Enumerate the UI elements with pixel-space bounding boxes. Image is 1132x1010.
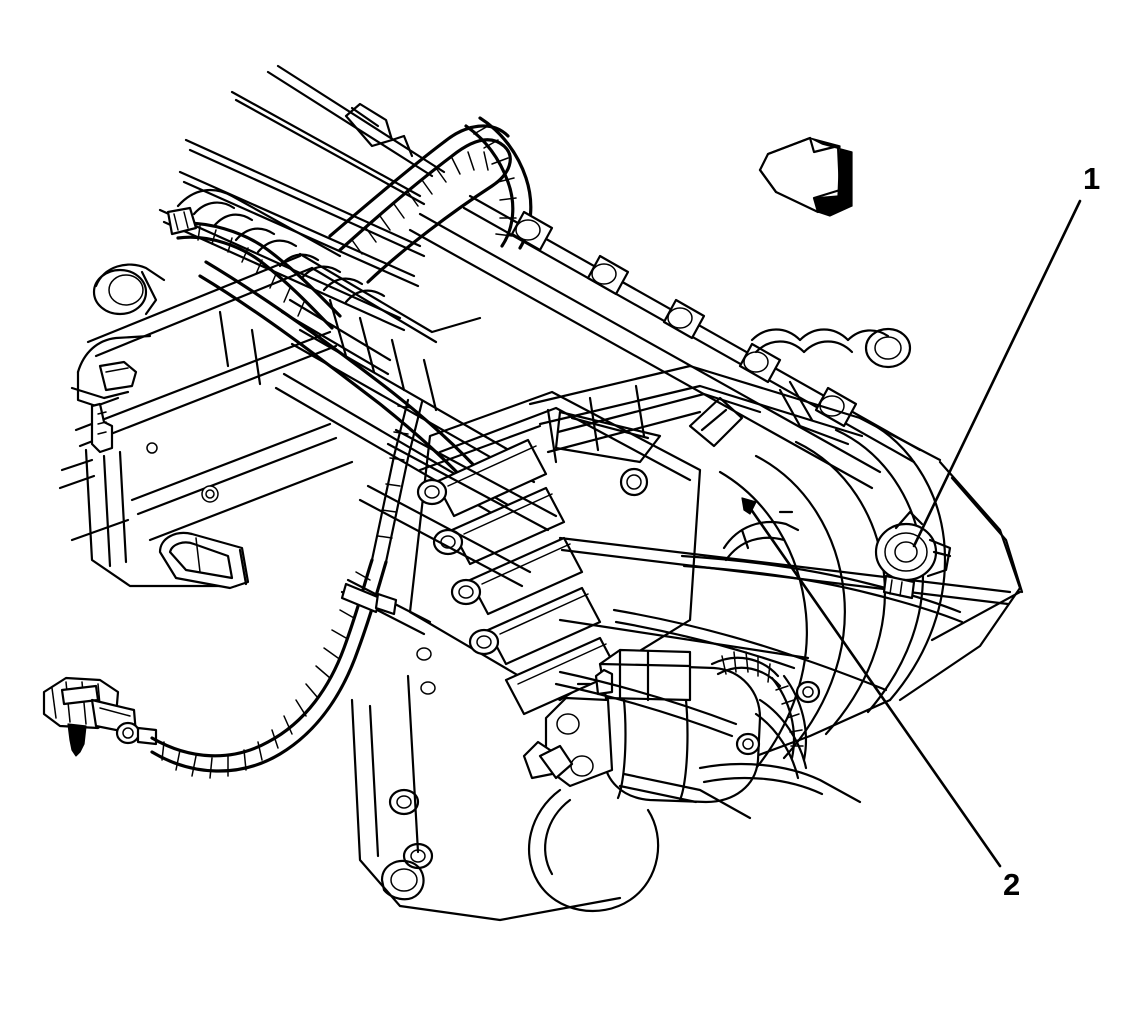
transmission-case-ribs — [340, 390, 702, 922]
transmission-wiring — [554, 510, 1012, 738]
wiring-harness-connector — [42, 676, 158, 757]
leader-2-arrowhead — [741, 497, 757, 515]
callout-label-2: 2 — [1003, 867, 1021, 902]
leader-line-1 — [912, 199, 1082, 548]
convoluted-conduit — [150, 398, 436, 779]
callout-leaders — [741, 199, 1082, 868]
transmission-mount-bracket — [538, 680, 862, 820]
fuel-rail — [408, 194, 922, 490]
intake-manifold — [158, 64, 542, 528]
direction-arrow — [758, 136, 853, 217]
leader-line-2 — [746, 503, 1002, 868]
callout-label-1: 1 — [1083, 161, 1101, 196]
engine-block — [58, 254, 354, 590]
